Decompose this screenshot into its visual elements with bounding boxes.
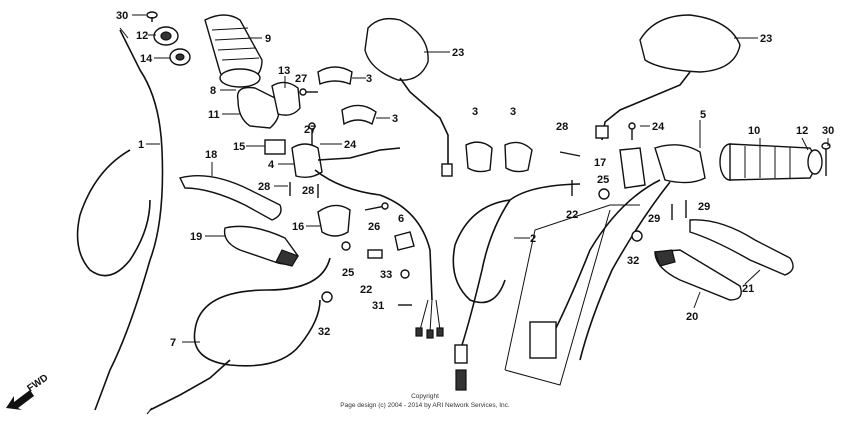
callout-24: 24	[344, 139, 357, 151]
switch-housing-right-5	[504, 144, 706, 386]
right-grip-10	[719, 143, 816, 181]
callout-3: 3	[472, 106, 478, 118]
lever-cover-19	[223, 225, 299, 267]
callout-25: 25	[342, 267, 354, 279]
screw-27a	[299, 88, 318, 96]
callout-9: 9	[265, 33, 271, 45]
bolt-24b	[628, 122, 636, 140]
callout-1: 1	[138, 139, 144, 151]
throttle-cable-7	[146, 257, 331, 415]
callout-27: 27	[295, 73, 307, 85]
bolt-28c	[559, 151, 581, 157]
nut-32b	[631, 230, 643, 242]
callout-14: 14	[140, 53, 153, 65]
grip-collar-14	[169, 48, 191, 66]
callout-labels: 30 12 14 9 8 13 27 3 11 27 3 23 1 15 24 …	[116, 10, 834, 349]
callout-19: 19	[190, 231, 202, 243]
bar-end-weight-left	[153, 26, 179, 46]
leader-lines	[132, 14, 829, 343]
clutch-bracket-16	[317, 204, 351, 237]
callout-22: 22	[566, 209, 578, 221]
callout-28: 28	[258, 181, 270, 193]
clutch-cable-1	[76, 27, 164, 411]
forward-arrow: FWD	[6, 372, 50, 410]
callout-6: 6	[398, 213, 404, 225]
callout-24: 24	[652, 121, 665, 133]
clamp-3-upper	[317, 66, 353, 85]
nut-32a	[321, 291, 333, 303]
screw-22a	[367, 249, 383, 259]
callout-3: 3	[510, 106, 516, 118]
callout-28: 28	[556, 121, 568, 133]
callout-16: 16	[292, 221, 304, 233]
callout-32: 32	[627, 255, 639, 267]
callout-23: 23	[452, 47, 464, 59]
callout-25: 25	[597, 174, 609, 186]
callout-20: 20	[686, 311, 698, 323]
callout-5: 5	[700, 109, 706, 121]
callout-30: 30	[822, 125, 834, 137]
callout-10: 10	[748, 125, 760, 137]
callout-22: 22	[360, 284, 372, 296]
callout-3: 3	[392, 113, 398, 125]
bolt-26	[364, 202, 389, 211]
callout-4: 4	[268, 159, 275, 171]
callout-23: 23	[760, 33, 772, 45]
callout-3: 3	[366, 73, 372, 85]
lever-cover-20	[654, 249, 742, 301]
throttle-cable-2	[452, 183, 581, 391]
callout-18: 18	[205, 149, 217, 161]
washer-25a	[341, 241, 351, 251]
callout-7: 7	[170, 337, 176, 349]
clutch-lever-18	[178, 175, 282, 221]
callout-32: 32	[318, 326, 330, 338]
fwd-label: FWD	[25, 372, 50, 394]
switch-6	[394, 231, 415, 251]
callout-11: 11	[208, 109, 220, 121]
copyright-line-2: Page design (c) 2004 - 2014 by ARI Netwo…	[340, 402, 510, 409]
clamp-3-center-left	[465, 141, 493, 173]
callout-27: 27	[304, 124, 316, 136]
mirror-right-23	[595, 14, 741, 141]
callout-26: 26	[368, 221, 380, 233]
copyright-line-1: Copyright	[411, 393, 439, 400]
callout-28: 28	[302, 185, 314, 197]
callout-30: 30	[116, 10, 128, 22]
callout-12: 12	[796, 125, 808, 137]
washer-25b	[598, 188, 610, 200]
bar-end-screw-right	[821, 142, 831, 176]
callout-15: 15	[233, 141, 245, 153]
callout-13: 13	[278, 65, 290, 77]
copyright-notice: Copyright Page design (c) 2004 - 2014 by…	[340, 393, 510, 409]
nut-33	[400, 269, 410, 279]
clamp-3-center-right	[504, 141, 533, 173]
callout-17: 17	[594, 157, 606, 169]
callout-29: 29	[698, 201, 710, 213]
callout-31: 31	[372, 300, 384, 312]
callout-8: 8	[210, 85, 216, 97]
callout-29: 29	[648, 213, 660, 225]
left-grip-9	[204, 14, 263, 88]
mirror-left-23	[364, 17, 453, 177]
switch-unit-4	[264, 139, 444, 339]
clamp-3-lower	[341, 104, 377, 126]
bar-end-screw-left	[146, 11, 158, 22]
screw-27b	[308, 122, 316, 145]
bar-end-weight-right	[807, 149, 823, 175]
callout-2: 2	[530, 233, 536, 245]
callout-21: 21	[742, 283, 754, 295]
brake-lever-21	[689, 219, 794, 276]
callout-33: 33	[380, 269, 392, 281]
switch-housing-left	[236, 81, 301, 129]
callout-12: 12	[136, 30, 148, 42]
